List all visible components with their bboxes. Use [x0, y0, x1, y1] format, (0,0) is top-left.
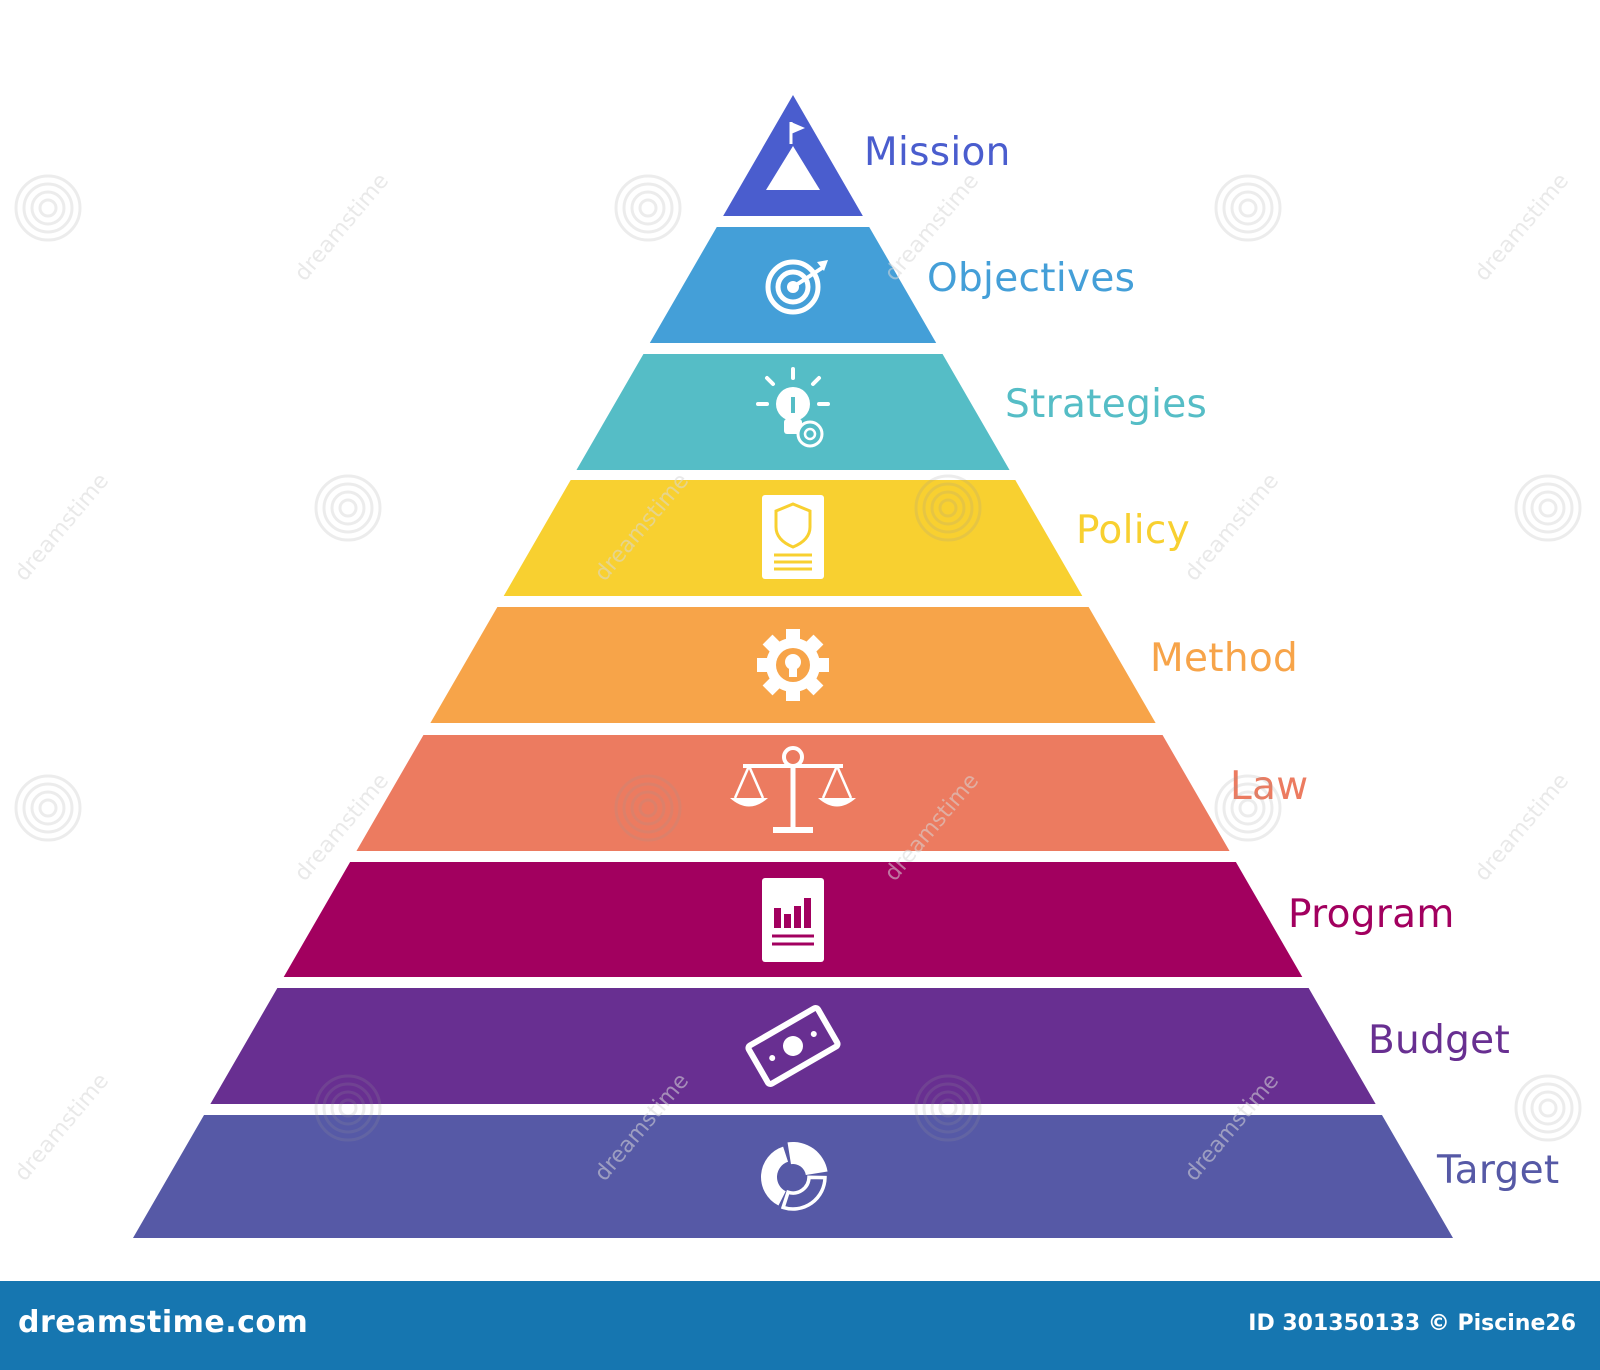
layer-label-mission: Mission	[864, 130, 1011, 175]
watermark-spiral-icon	[614, 174, 682, 242]
watermark-spiral-icon	[1514, 1074, 1582, 1142]
watermark-spiral-icon	[14, 774, 82, 842]
watermark-spiral-icon	[1214, 174, 1282, 242]
banknote-icon	[745, 1005, 841, 1087]
target-icon	[765, 259, 828, 315]
watermark-spiral-icon	[314, 1074, 382, 1142]
layer-label-program: Program	[1288, 892, 1455, 937]
layer-label-policy: Policy	[1076, 508, 1190, 553]
layer-label-target: Target	[1437, 1148, 1560, 1193]
watermark-spiral-icon	[14, 174, 82, 242]
shield-document-icon	[762, 495, 824, 579]
watermark-spiral-icon	[1214, 774, 1282, 842]
watermark-spiral-icon	[1514, 474, 1582, 542]
layer-label-objectives: Objectives	[927, 256, 1136, 301]
layer-label-strategies: Strategies	[1005, 382, 1208, 427]
mountain-flag-icon	[766, 122, 820, 190]
footer-bar: dreamstime.com ID 301350133 © Piscine26	[0, 1281, 1600, 1370]
pyramid-layer-target	[133, 1115, 1453, 1238]
scales-icon	[730, 746, 856, 833]
layer-label-budget: Budget	[1368, 1018, 1511, 1063]
layer-label-law: Law	[1230, 764, 1309, 809]
footer-image-id: ID 301350133 © Piscine26	[1248, 1311, 1576, 1336]
donut-chart-icon	[760, 1142, 828, 1211]
gear-lightbulb-icon	[757, 629, 829, 701]
chart-document-icon	[762, 878, 824, 962]
watermark-spiral-icon	[914, 474, 982, 542]
watermark-spiral-icon	[614, 774, 682, 842]
watermark-spiral-icon	[314, 474, 382, 542]
watermark-spiral-icon	[914, 1074, 982, 1142]
layer-label-method: Method	[1150, 636, 1299, 681]
lightbulb-target-icon	[756, 367, 830, 448]
pyramid-diagram	[133, 95, 1453, 1238]
footer-brand: dreamstime.com	[18, 1305, 309, 1340]
